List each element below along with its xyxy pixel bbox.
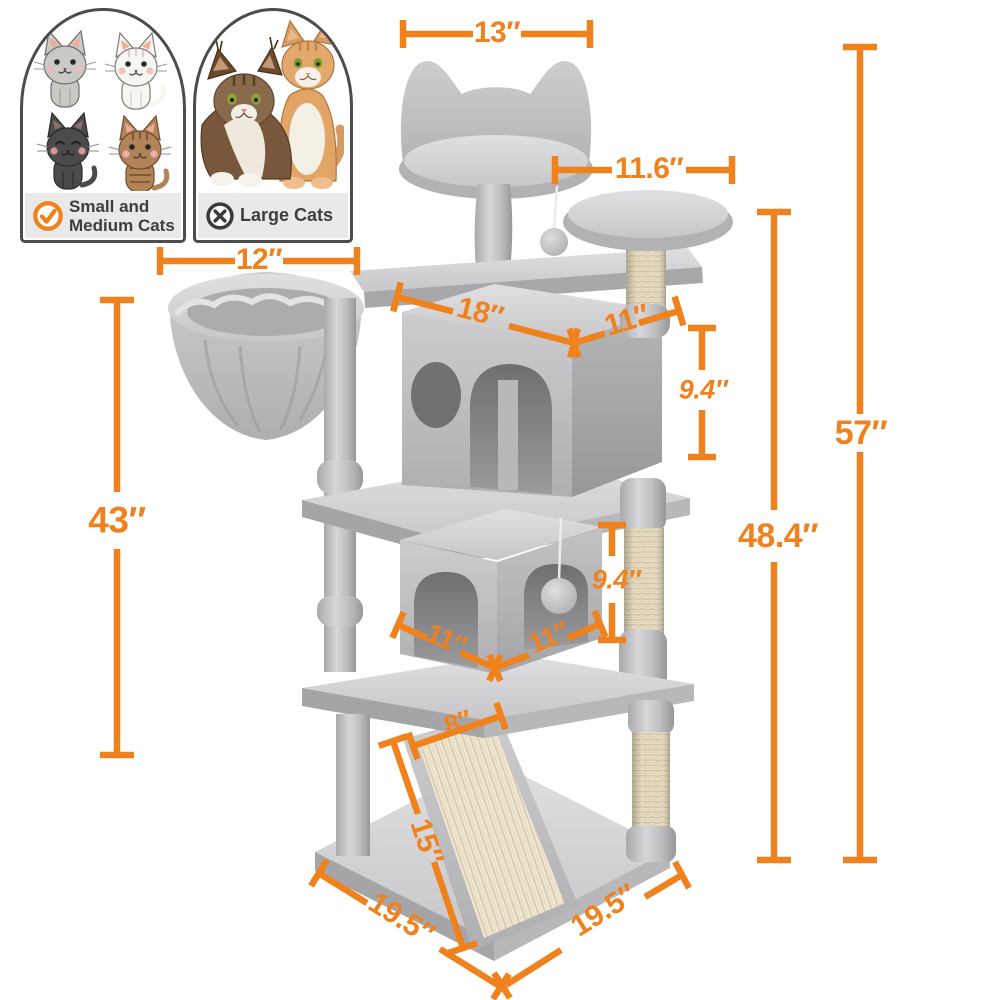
dim-line-lower-condo-width [389,610,504,683]
dim-line-ramp-length [377,733,479,956]
top-perch [399,60,593,270]
dim-line-upper-condo-width [390,281,581,359]
basket-hammock [168,272,364,440]
dim-line-lower-condo-height [598,521,626,644]
dim-line-basket-width [156,247,361,275]
badge-band: Large Cats [198,193,348,238]
scratching-ramp [403,712,579,951]
dim-label-right-platform-width: 11.6″ [614,152,684,185]
orange-cat [278,17,344,189]
badge-small-medium-cats: Small and Medium Cats [20,8,186,243]
hanging-toy-lower [541,517,577,614]
dim-line-base-right [491,860,692,1000]
dim-line-upper-condo-height [688,324,716,461]
dim-line-ramp-width [405,701,509,761]
condo-peek-hole [411,362,461,428]
small-cats-illustration [33,29,172,191]
dim-label-right-platform-height: 48.4″ [738,517,818,555]
dim-line-right-platform-height [757,208,791,864]
dim-label-lower-condo-height: 9.4″ [591,564,641,595]
maine-coon-cat [200,36,292,187]
bottom-posts [336,700,676,862]
badge-band: Small and Medium Cats [25,193,181,238]
dim-label-basket-height: 43″ [88,499,146,541]
dim-label-overall-height: 57″ [834,414,888,452]
hanging-toy-top [540,185,568,256]
dim-label-top-perch-width: 13″ [473,16,521,49]
badge-label-line2: Medium Cats [69,215,175,235]
dim-line-upper-condo-depth [566,295,687,359]
x-circle-icon [206,201,234,230]
upper-sisal-post [620,246,670,338]
lower-platform [302,654,694,738]
dim-line-overall-height [843,43,877,864]
right-platform [563,190,733,251]
dim-line-right-platform-width [551,156,736,184]
badge-large-cats: Large Cats [193,8,353,243]
dim-line-base-left [308,858,512,1000]
lower-condo-arch-left [414,572,478,668]
large-cats-illustration [200,17,344,189]
upper-shelf [350,248,703,308]
dim-label-basket-width: 12″ [235,243,283,276]
badge-label: Large Cats [240,205,334,225]
left-post [317,298,363,672]
badge-label-line1: Small and [69,196,150,216]
upper-condo [402,284,662,497]
dim-line-lower-condo-depth [486,609,609,683]
dim-line-basket-height [100,296,134,759]
check-circle-icon [33,200,63,231]
pom-ball [541,578,577,614]
dim-label-upper-condo-height: 9.4″ [678,374,728,405]
dim-line-top-perch-width [399,20,594,48]
pom-ball [540,228,568,256]
